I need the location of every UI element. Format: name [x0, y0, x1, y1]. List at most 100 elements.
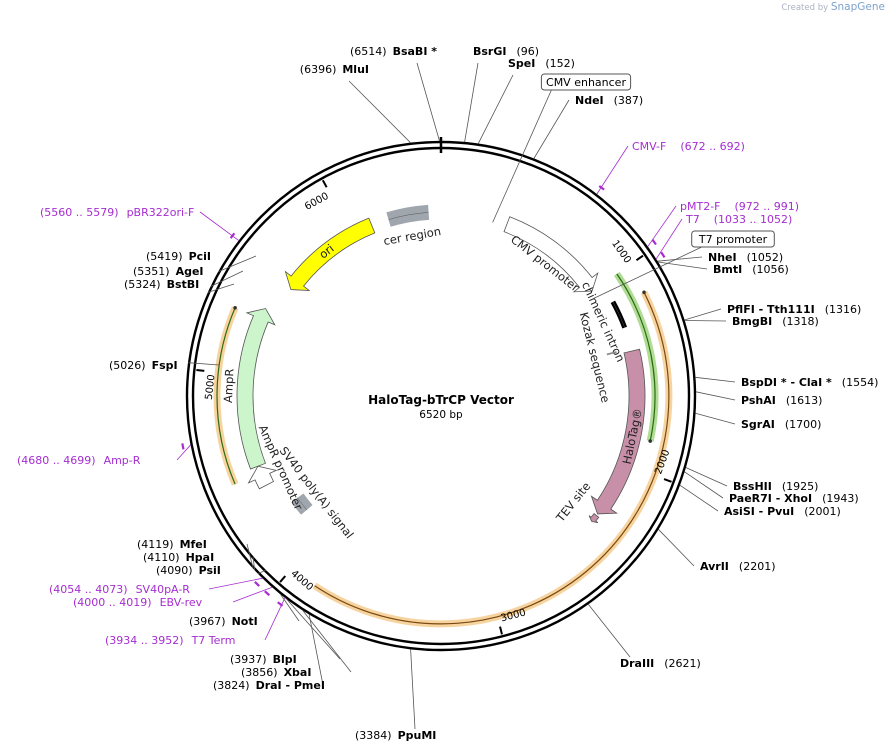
- enzyme-bsshii-name: BssHII: [733, 480, 772, 493]
- enzyme-drai-pmei[interactable]: (3824) DraI - PmeI: [213, 679, 325, 692]
- enzyme-bsshii[interactable]: BssHII (1925): [733, 480, 818, 493]
- primer-pbr322ori-f[interactable]: (5560 .. 5579)pBR322ori-F: [40, 206, 194, 219]
- feature-tev-site: [588, 513, 600, 524]
- primer-cmv-f[interactable]: CMV-F(672 .. 692): [632, 140, 745, 153]
- boxed-feature-t7-promoter-box: [691, 230, 775, 248]
- enzyme-hpai[interactable]: (4110)HpaI: [143, 551, 214, 564]
- feature-chimeric-intron-edge: [612, 301, 625, 328]
- enzyme-bspdi-clai-name: BspDI * - ClaI *: [741, 376, 832, 389]
- enzyme-psii-name: PsiI: [199, 564, 221, 577]
- primer-pmt2-f[interactable]: pMT2-F(972 .. 991): [680, 200, 799, 213]
- enzyme-draiii-name: DraIII: [620, 657, 654, 670]
- enzyme-ppumi[interactable]: (3384)PpuMI: [355, 729, 436, 742]
- enzyme-bsshii-leader: [685, 467, 728, 487]
- tick-label-6000: 6000: [303, 191, 331, 213]
- enzyme-noti[interactable]: (3967)NotI: [189, 615, 258, 628]
- label-leader-lines: [176, 62, 736, 730]
- enzyme-pcii-label: (5419)PciI: [146, 250, 211, 263]
- enzyme-xbai[interactable]: (3856)XbaI: [241, 666, 311, 679]
- enzyme-drai-pmei-name: DraI - PmeI: [256, 679, 325, 692]
- primer-amp-r[interactable]: (4680 .. 4699)Amp-R: [17, 454, 141, 467]
- enzyme-mlui-position: (6396): [300, 63, 337, 76]
- enzyme-avrii[interactable]: AvrII(2201): [700, 560, 775, 573]
- enzyme-mlui[interactable]: (6396)MluI: [300, 63, 369, 76]
- enzyme-drai-pmei-position: (3824): [213, 679, 250, 692]
- tick-label-1000: 1000: [609, 238, 633, 265]
- enzyme-bmti-leader: [657, 261, 708, 270]
- enzyme-bspdi-clai[interactable]: BspDI * - ClaI *(1554): [741, 376, 878, 389]
- primer-t7-term[interactable]: (3934 .. 3952)T7 Term: [105, 634, 235, 647]
- enzyme-nhei-position: (1052): [747, 251, 784, 264]
- enzyme-psii[interactable]: (4090) PsiI: [156, 564, 221, 577]
- feature-cer-region: [386, 204, 430, 227]
- enzyme-draiii[interactable]: DraIII(2621): [620, 657, 701, 670]
- enzyme-asisi-pvui-label: AsiSI - PvuI (2001): [724, 505, 841, 518]
- enzyme-paer7i-xhoi[interactable]: PaeR7I - XhoI(1943): [729, 492, 859, 505]
- enzyme-mfei-label: (4119)MfeI: [137, 538, 207, 551]
- primer-amp-r-name: Amp-R: [104, 454, 141, 467]
- enzyme-noti-position: (3967): [189, 615, 226, 628]
- enzyme-bsabi-leader: [416, 62, 440, 142]
- enzyme-bstbi[interactable]: (5324)BstBI: [124, 278, 199, 291]
- primer-pmt2-f-label: pMT2-F(972 .. 991): [680, 200, 799, 213]
- enzyme-pflfi-tth111i-leader: [684, 308, 722, 321]
- enzyme-asisi-pvui[interactable]: AsiSI - PvuI (2001): [724, 505, 841, 518]
- enzyme-bsabi[interactable]: (6514)BsaBI *: [350, 45, 437, 58]
- tick-label-4000: 4000: [288, 568, 314, 593]
- enzyme-fspi-name: FspI: [152, 359, 178, 372]
- enzyme-sgrai[interactable]: SgrAI(1700): [741, 418, 821, 431]
- enzyme-bsrgi-position: (96): [516, 45, 539, 58]
- enzyme-draiii-leader: [587, 603, 631, 658]
- enzyme-spei[interactable]: SpeI(152): [508, 57, 575, 70]
- enzyme-pshai-leader: [695, 391, 736, 401]
- enzyme-fspi[interactable]: (5026)FspI: [109, 359, 178, 372]
- enzyme-ndei-name: NdeI: [575, 94, 604, 107]
- primer-t7[interactable]: T7(1033 .. 1052): [685, 213, 792, 226]
- orf-end-1: [648, 439, 653, 443]
- primer-ebv-rev[interactable]: (4000 .. 4019)EBV-rev: [73, 596, 203, 609]
- enzyme-avrii-label: AvrII(2201): [700, 560, 775, 573]
- orf-line-2: [216, 307, 236, 485]
- feature-halotag: [590, 348, 646, 515]
- enzyme-hpai-label: (4110)HpaI: [143, 551, 214, 564]
- enzyme-ndei-leader: [533, 99, 570, 159]
- orf-line-1: [616, 273, 656, 442]
- enzyme-pcii-leader: [218, 255, 257, 272]
- feature-ori: [284, 217, 376, 292]
- enzyme-bmti[interactable]: BmtI(1056): [713, 263, 789, 276]
- enzyme-hpai-position: (4110): [143, 551, 180, 564]
- enzyme-nhei[interactable]: NheI(1052): [708, 251, 783, 264]
- primer-t7-label: T7(1033 .. 1052): [685, 213, 792, 226]
- primer-t7-term-label: (3934 .. 3952)T7 Term: [105, 634, 235, 647]
- plasmid-size: 6520 bp: [419, 409, 463, 421]
- enzyme-ndei[interactable]: NdeI(387): [575, 94, 643, 107]
- enzyme-blpi-label: (3937)BlpI: [230, 653, 297, 666]
- enzyme-ppumi-position: (3384): [355, 729, 392, 742]
- enzyme-psii-position: (4090): [156, 564, 193, 577]
- boxed-feature-t7-promoter[interactable]: T7 promoter: [691, 230, 775, 248]
- enzyme-mfei[interactable]: (4119)MfeI: [137, 538, 207, 551]
- boxed-feature-t7-promoter-leader: [593, 246, 702, 299]
- enzyme-spei-leader: [477, 74, 514, 144]
- enzyme-avrii-leader: [658, 529, 695, 567]
- enzyme-bmti-position: (1056): [752, 263, 789, 276]
- enzyme-bmgbi-position: (1318): [782, 315, 819, 328]
- enzyme-pcii[interactable]: (5419)PciI: [146, 250, 211, 263]
- enzyme-bmgbi[interactable]: BmgBI(1318): [732, 315, 819, 328]
- enzyme-blpi[interactable]: (3937)BlpI: [230, 653, 297, 666]
- enzyme-bsrgi[interactable]: BsrGI(96): [473, 45, 539, 58]
- enzyme-asisi-pvui-position: (2001): [804, 505, 841, 518]
- orf-end-2: [233, 305, 237, 310]
- enzyme-asisi-pvui-name: AsiSI - PvuI: [724, 505, 794, 518]
- enzyme-pflfi-tth111i[interactable]: PflFI - Tth111I(1316): [727, 303, 861, 316]
- boxed-feature-cmv-enhancer[interactable]: CMV enhancer: [540, 73, 632, 91]
- enzyme-bsshii-position: (1925): [782, 480, 819, 493]
- primer-sv40pa-r[interactable]: (4054 .. 4073)SV40pA-R: [49, 583, 190, 596]
- enzyme-agei[interactable]: (5351)AgeI: [133, 265, 204, 278]
- enzyme-pshai[interactable]: PshAI(1613): [741, 394, 822, 407]
- primer-cmv-f-range: (672 .. 692): [680, 140, 745, 153]
- primer-pmt2-f-range: (972 .. 991): [735, 200, 800, 213]
- feature-ampr: [236, 308, 276, 470]
